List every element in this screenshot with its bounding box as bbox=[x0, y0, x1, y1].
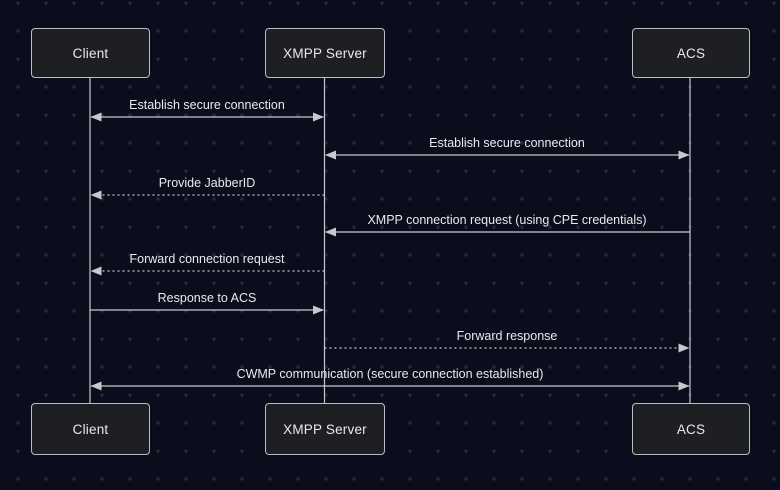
message-forward-connection-request: Forward connection request bbox=[90, 252, 325, 276]
participant-label: ACS bbox=[676, 421, 706, 437]
message-xmpp-connection-request: XMPP connection request (using CPE crede… bbox=[325, 213, 690, 237]
message-establish-xmpp-acs: Establish secure connection bbox=[325, 136, 690, 160]
participant-label: XMPP Server bbox=[283, 421, 367, 437]
message-establish-client-xmpp: Establish secure connection bbox=[90, 98, 324, 122]
message-label: Establish secure connection bbox=[429, 136, 585, 150]
participant-client-top: Client bbox=[31, 28, 150, 78]
message-label: Provide JabberID bbox=[159, 176, 256, 190]
message-label: Response to ACS bbox=[158, 291, 257, 305]
message-forward-response: Forward response bbox=[324, 329, 690, 353]
participant-acs-top: ACS bbox=[632, 28, 750, 78]
message-provide-jabberid: Provide JabberID bbox=[90, 176, 325, 200]
participant-label: XMPP Server bbox=[283, 45, 367, 61]
participant-client-bottom: Client bbox=[31, 403, 150, 455]
message-label: XMPP connection request (using CPE crede… bbox=[367, 213, 646, 227]
message-label: Establish secure connection bbox=[129, 98, 285, 112]
participant-label: Client bbox=[72, 45, 109, 61]
participant-xmpp-server-bottom: XMPP Server bbox=[265, 403, 385, 455]
participant-label: Client bbox=[72, 421, 109, 437]
participant-acs-bottom: ACS bbox=[632, 403, 750, 455]
message-cwmp-communication: CWMP communication (secure connection es… bbox=[90, 367, 690, 391]
participant-label: ACS bbox=[676, 45, 706, 61]
message-label: Forward response bbox=[457, 329, 558, 343]
message-response-to-acs: Response to ACS bbox=[90, 291, 324, 315]
message-label: CWMP communication (secure connection es… bbox=[237, 367, 544, 381]
participant-xmpp-server-top: XMPP Server bbox=[265, 28, 385, 78]
message-label: Forward connection request bbox=[130, 252, 285, 266]
